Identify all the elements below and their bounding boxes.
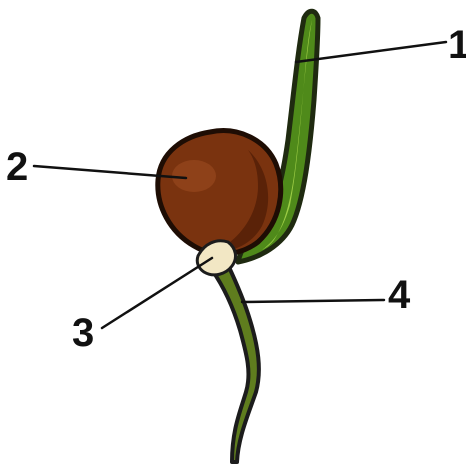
label-3: 3 (72, 311, 94, 355)
leader-line-3 (102, 258, 212, 328)
leader-line-4 (242, 300, 384, 302)
label-4: 4 (388, 273, 411, 317)
seed-highlight (172, 160, 216, 192)
label-2: 2 (6, 145, 28, 189)
root (212, 265, 259, 462)
label-1: 1 (448, 23, 466, 67)
